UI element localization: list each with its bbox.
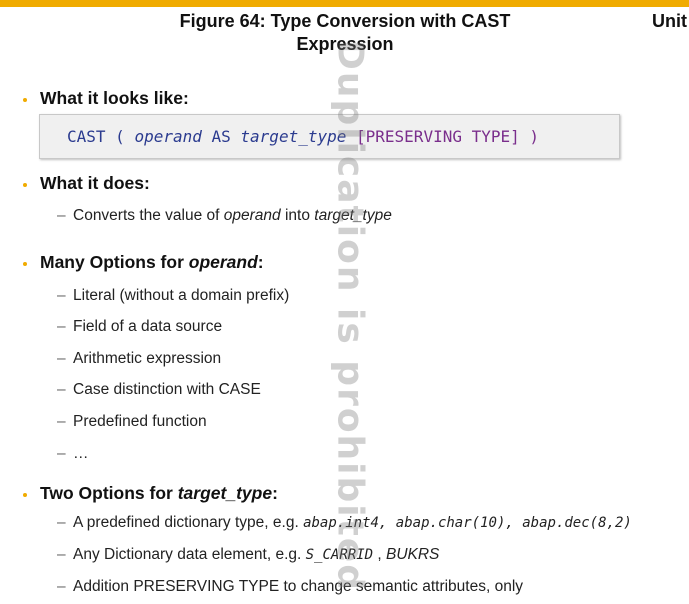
code-operand: operand [134,127,202,146]
dash-icon: – [57,318,66,335]
list-item: –A predefined dictionary type, e.g. abap… [57,514,632,531]
dash-icon: – [57,413,66,430]
list-item: –Field of a data source [57,318,223,335]
code-cast-keyword: CAST [67,127,106,146]
figure-title-line-2: Expression [296,34,394,54]
dash-icon: – [57,514,66,531]
list-item: –Addition PRESERVING TYPE to change sema… [57,578,524,595]
unit-label: Unit [652,11,687,31]
dash-icon: – [57,350,66,367]
figure-title: Figure 64: Type Conversion with CAST Exp… [140,10,550,56]
dash-icon: – [57,207,66,224]
dash-icon: – [57,287,66,304]
dash-icon: – [57,546,66,563]
bullet-icon [23,183,29,189]
heading-looks-like: What it looks like: [40,88,189,108]
list-item: –Converts the value of operand into targ… [57,207,392,224]
code-open-paren: ( [105,127,135,146]
list-item: –Literal (without a domain prefix) [57,287,290,304]
list-item: –Arithmetic expression [57,350,222,367]
bullet-icon [23,98,29,104]
bullet-icon [23,493,29,499]
code-as-keyword: AS [201,127,241,146]
dash-icon: – [57,381,66,398]
top-accent-bar [0,0,689,7]
heading-target-type-options: Two Options for target_type: [40,483,278,503]
dash-icon: – [57,445,66,462]
code-target-type: target_type [240,127,347,146]
cast-syntax: CAST ( operand AS target_type [PRESERVIN… [67,127,539,147]
list-item: –Case distinction with CASE [57,381,261,398]
heading-what-it-does: What it does: [40,173,150,193]
bullet-icon [23,262,29,268]
list-item: –Any Dictionary data element, e.g. S_CAR… [57,546,440,563]
figure-title-line-1: Figure 64: Type Conversion with CAST [179,11,511,31]
heading-operand-options: Many Options for operand: [40,252,264,272]
list-item: –Predefined function [57,413,207,430]
list-item: –… [57,445,89,462]
code-box: CAST ( operand AS target_type [PRESERVIN… [39,114,620,159]
dash-icon: – [57,578,66,595]
code-preserving-type: [PRESERVING TYPE] ) [346,127,540,146]
